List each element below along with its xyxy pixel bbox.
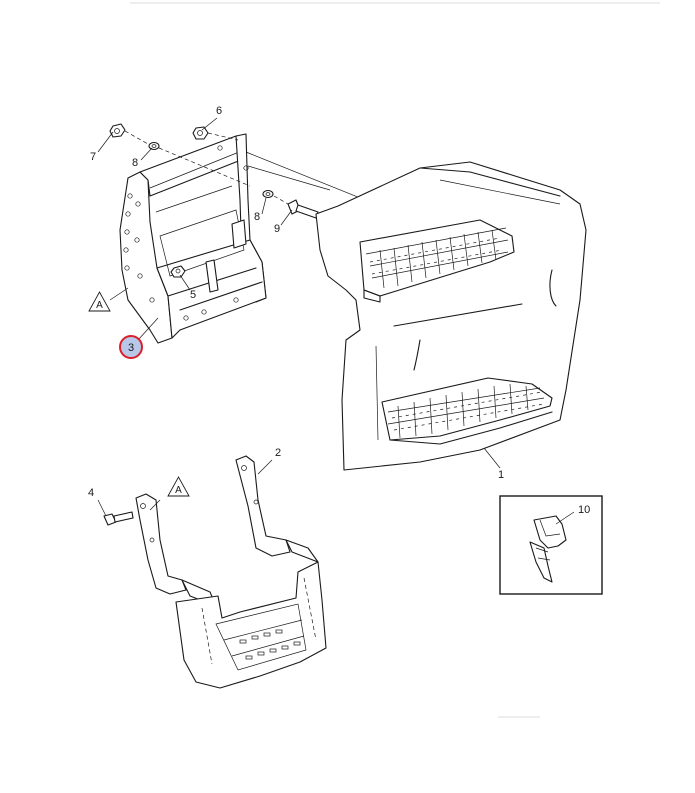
callout-3-highlighted[interactable]: 3 <box>119 335 143 359</box>
callouts: 7 8 6 8 9 5 1 2 4 10 <box>88 105 590 516</box>
bolt-4 <box>103 511 134 526</box>
detail-inset <box>499 495 603 595</box>
callout-8-upper: 8 <box>132 157 138 169</box>
callout-9: 9 <box>274 223 280 235</box>
bolt-9 <box>287 199 319 219</box>
leader-lines <box>97 117 575 525</box>
callout-5: 5 <box>190 289 196 301</box>
nut-6 <box>192 126 209 140</box>
hardware <box>109 123 319 278</box>
callout-1: 1 <box>498 469 504 481</box>
reference-mark-label: A <box>175 485 182 496</box>
nut-7 <box>109 123 126 138</box>
frame-slots <box>239 629 301 660</box>
lower-tread-grip <box>391 383 545 439</box>
lower-tread <box>381 377 553 445</box>
reference-mark-a-upper: A <box>88 291 111 312</box>
bolt-holes <box>123 145 249 321</box>
bracket-assembly <box>119 133 267 344</box>
step-frame <box>135 455 327 689</box>
washer-8-lower <box>262 189 274 199</box>
reference-mark-label: A <box>96 300 103 311</box>
callout-2: 2 <box>275 447 281 459</box>
callout-4: 4 <box>88 487 94 499</box>
callout-7: 7 <box>90 151 96 163</box>
washer-8-upper <box>148 141 160 151</box>
callout-3: 3 <box>128 342 134 354</box>
callout-6: 6 <box>216 105 222 117</box>
upper-tread-grip <box>369 229 503 289</box>
reference-mark-a-lower: A <box>167 476 190 497</box>
upper-tread <box>359 219 515 303</box>
callout-10: 10 <box>578 504 590 516</box>
callout-8-lower: 8 <box>254 211 260 223</box>
highlight-ring <box>119 335 143 359</box>
